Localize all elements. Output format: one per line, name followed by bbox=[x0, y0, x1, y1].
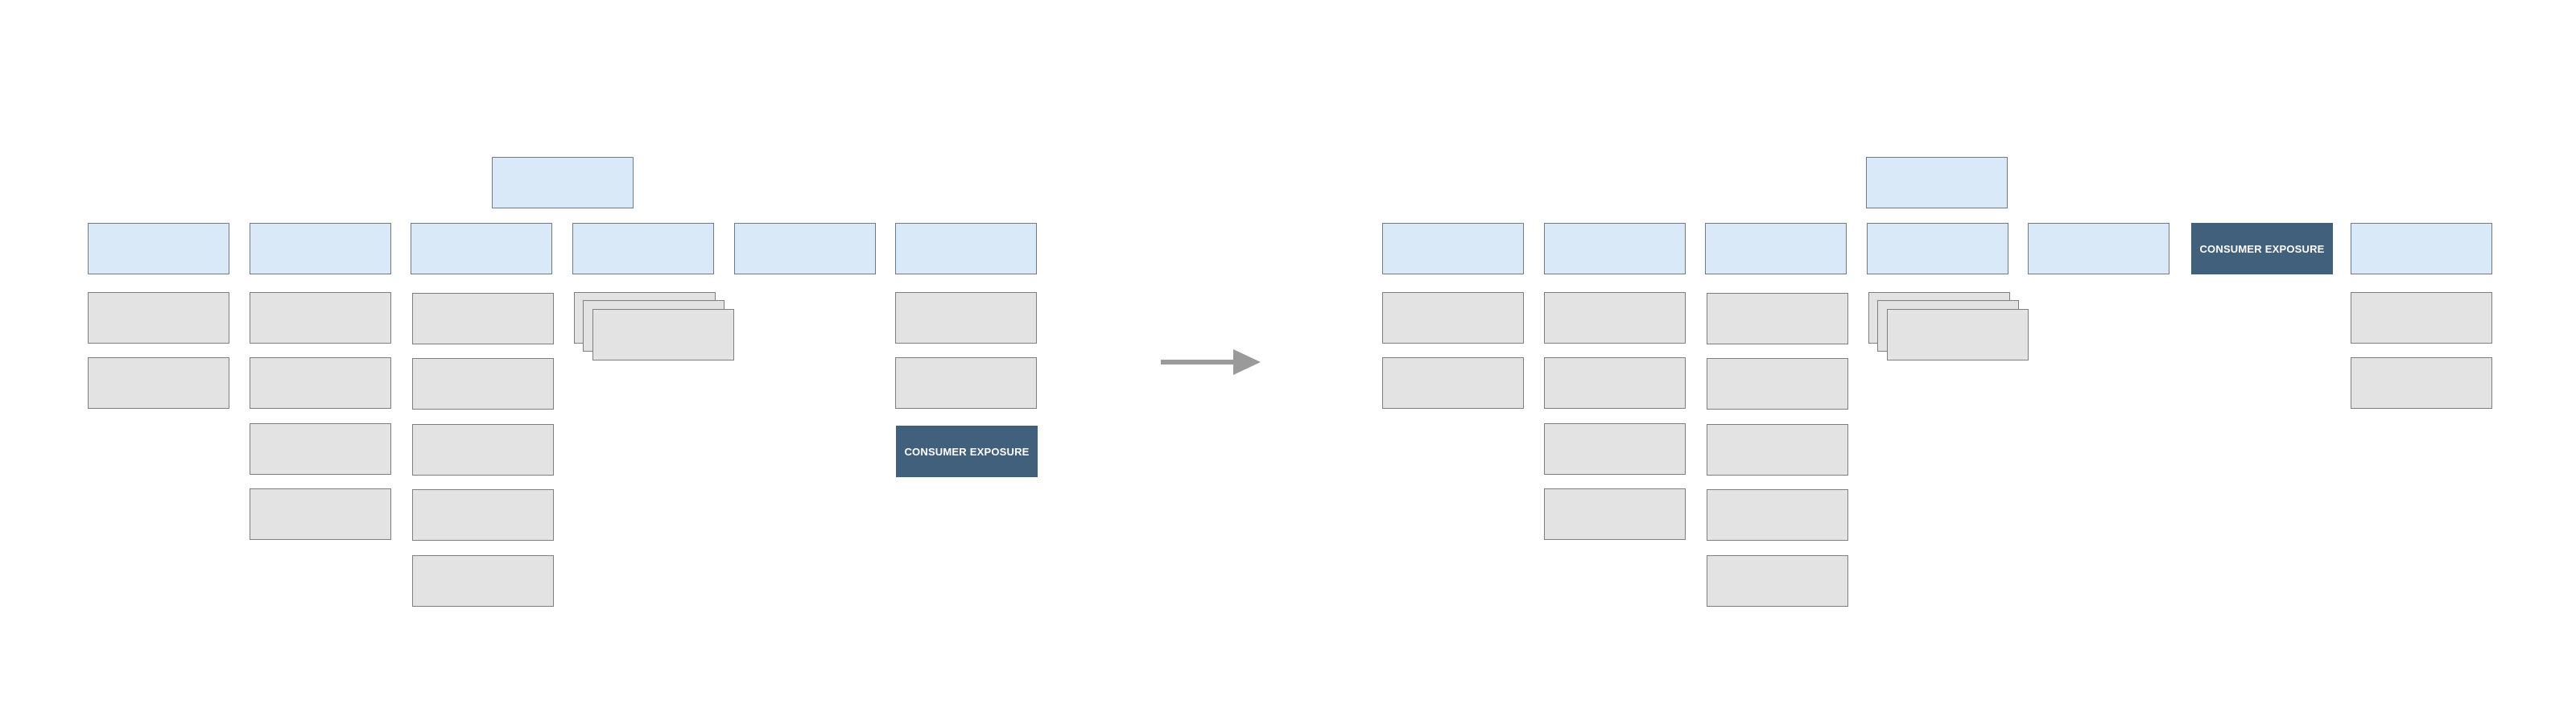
right-column-4-header bbox=[1867, 223, 2008, 274]
left-column-1-item bbox=[88, 357, 229, 409]
left-root-box bbox=[492, 157, 634, 208]
left-column-4-stacked-item bbox=[592, 309, 734, 360]
left-column-6-item bbox=[895, 357, 1037, 409]
right-column-2-item bbox=[1544, 488, 1686, 540]
left-column-1-item bbox=[88, 292, 229, 344]
right-column-4-stacked-item bbox=[1887, 309, 2029, 360]
left-column-3-item bbox=[412, 489, 554, 541]
left-column-6-item bbox=[895, 292, 1037, 344]
right-column-1-item bbox=[1382, 292, 1524, 344]
right-column-3-item bbox=[1707, 489, 1848, 541]
right-column-7-item bbox=[2351, 357, 2492, 409]
left-column-2-item bbox=[250, 292, 391, 344]
left-column-6-header bbox=[895, 223, 1037, 274]
left-column-2-item bbox=[250, 357, 391, 409]
right-column-2-header bbox=[1544, 223, 1686, 274]
right-column-3-header bbox=[1705, 223, 1847, 274]
right-consumer-exposure-box: CONSUMER EXPOSURE bbox=[2191, 223, 2333, 274]
right-column-7-item bbox=[2351, 292, 2492, 344]
right-column-3-item bbox=[1707, 555, 1848, 607]
right-column-2-item bbox=[1544, 292, 1686, 344]
left-column-4-header bbox=[572, 223, 714, 274]
right-column-7-header bbox=[2351, 223, 2492, 274]
right-consumer-exposure-label: CONSUMER EXPOSURE bbox=[2199, 242, 2325, 255]
left-consumer-exposure-label: CONSUMER EXPOSURE bbox=[904, 445, 1030, 458]
left-column-3-item bbox=[412, 424, 554, 476]
right-column-2-item bbox=[1544, 357, 1686, 409]
left-column-5-header bbox=[734, 223, 876, 274]
left-column-2-item bbox=[250, 423, 391, 475]
right-column-5-header bbox=[2028, 223, 2169, 274]
right-column-3-item bbox=[1707, 293, 1848, 344]
right-column-3-item bbox=[1707, 358, 1848, 410]
left-column-3-item bbox=[412, 358, 554, 410]
left-column-3-item bbox=[412, 555, 554, 607]
right-column-1-item bbox=[1382, 357, 1524, 409]
left-column-1-header bbox=[88, 223, 229, 274]
right-column-1-header bbox=[1382, 223, 1524, 274]
right-column-2-item bbox=[1544, 423, 1686, 475]
right-root-box bbox=[1866, 157, 2008, 208]
left-column-3-header bbox=[411, 223, 552, 274]
left-column-2-header bbox=[250, 223, 391, 274]
right-column-3-item bbox=[1707, 424, 1848, 476]
right-arrow-icon bbox=[1161, 349, 1261, 375]
left-consumer-exposure-box: CONSUMER EXPOSURE bbox=[896, 426, 1038, 477]
left-column-2-item bbox=[250, 488, 391, 540]
left-column-3-item bbox=[412, 293, 554, 344]
